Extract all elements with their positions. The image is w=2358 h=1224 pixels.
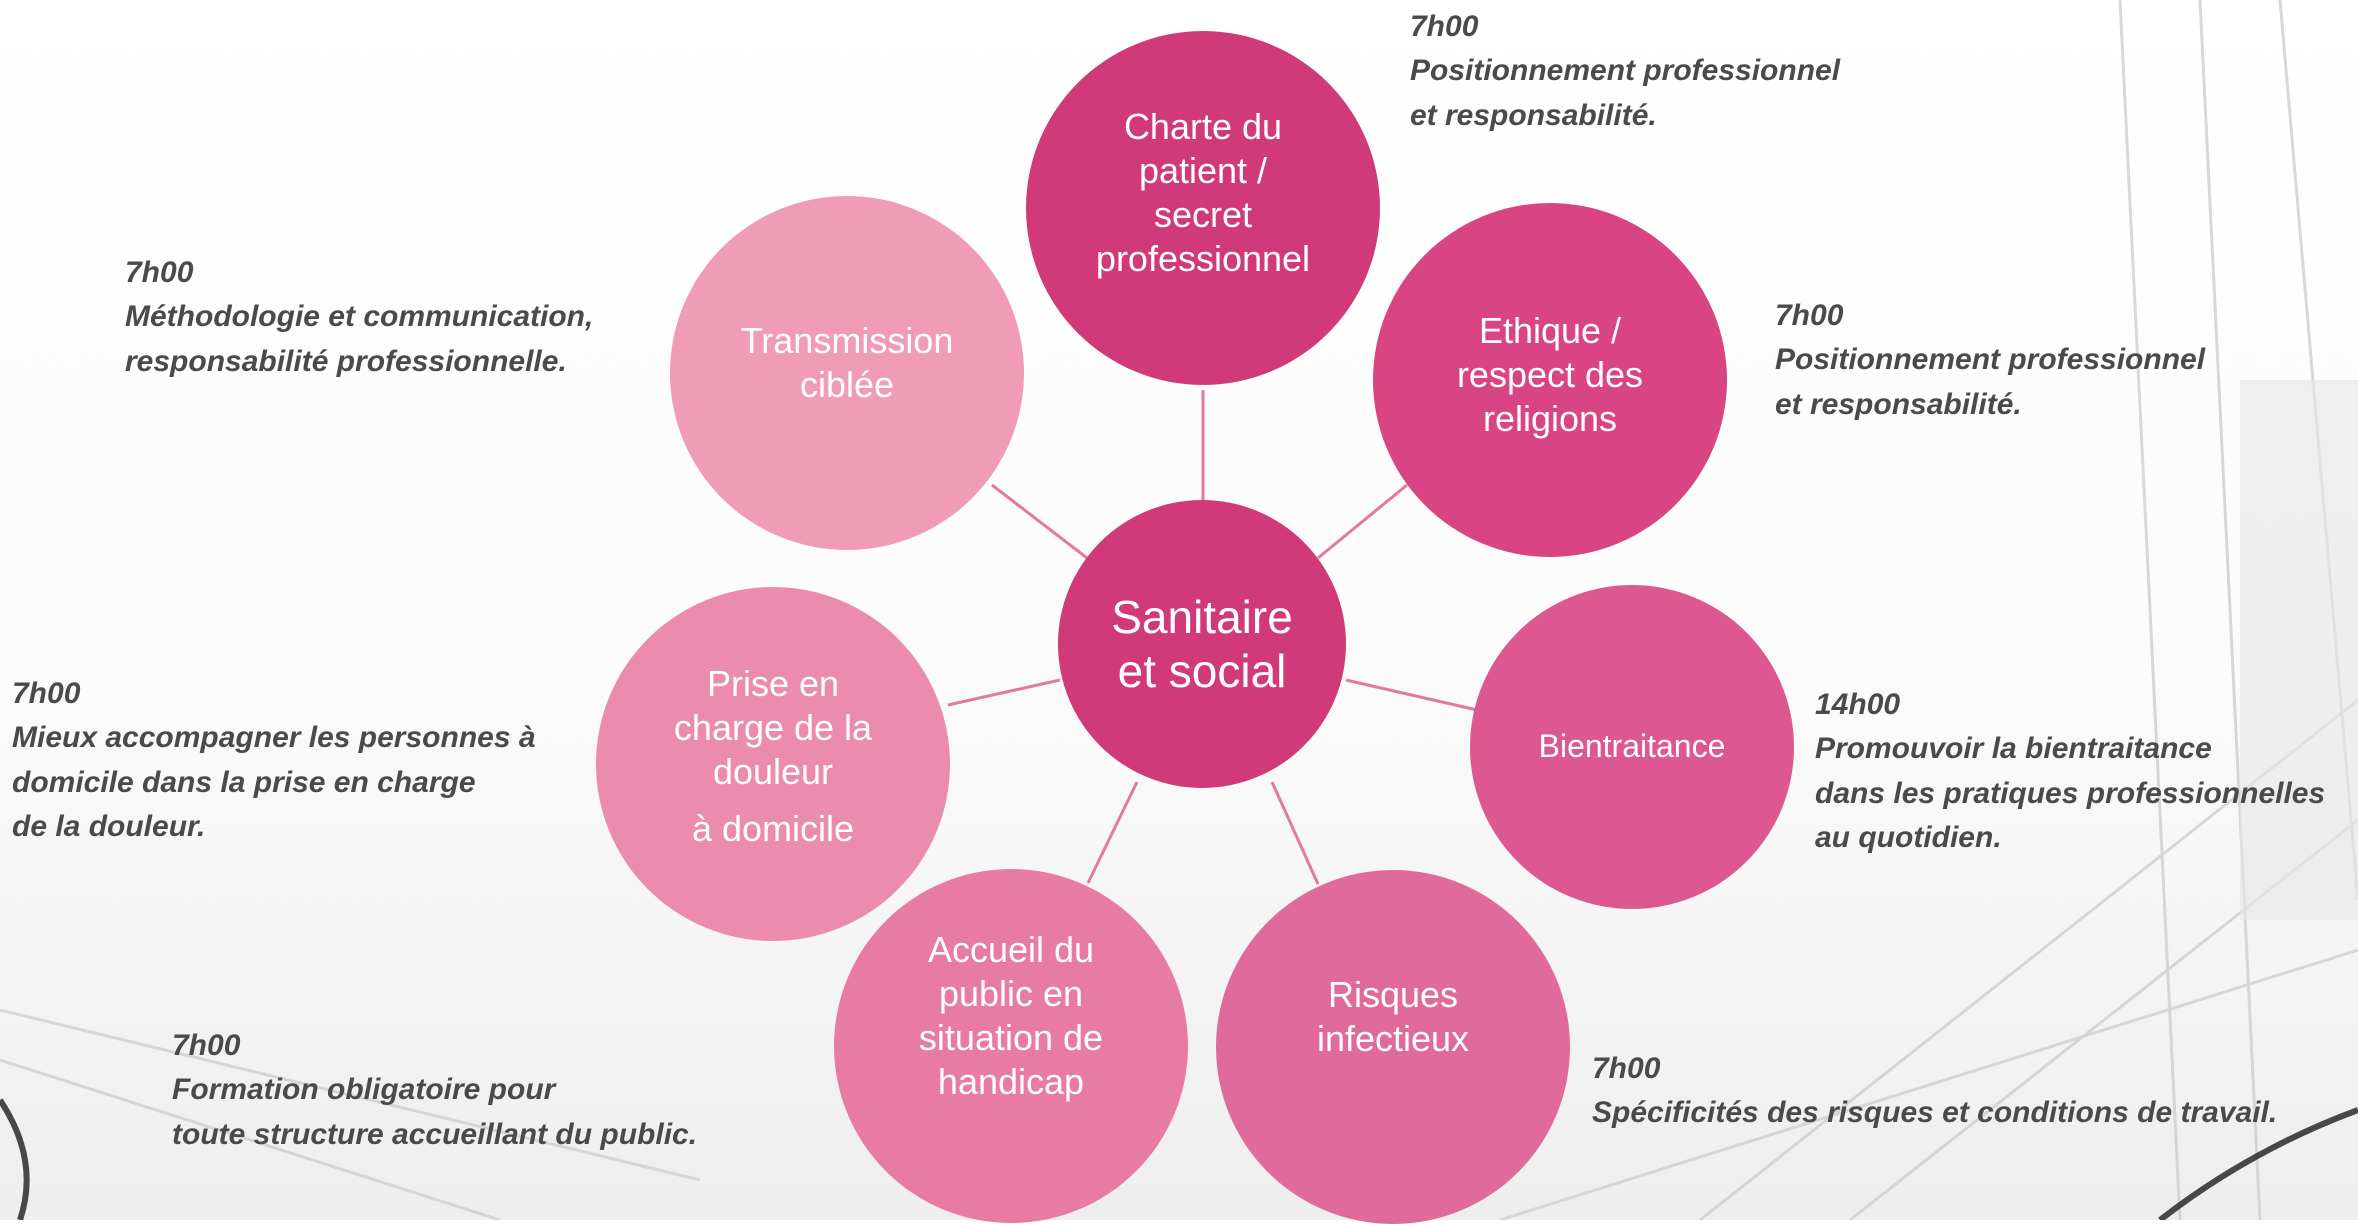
note-transmission-duration: 7h00 [125,256,194,289]
accueil-line-4: handicap [937,1060,1085,1102]
accueil-line-1: Accueil du [927,929,1095,971]
note-bientraitance-line-2: dans les pratiques professionnelles [1815,776,2326,810]
charte-line-1: Charte du [1123,106,1283,148]
douleur-line-1: Prise en [706,662,840,704]
note-douleur-line-1: Mieux accompagner les personnes à [12,721,536,755]
note-ethique-line-1: Positionnement professionnel [1775,343,2206,377]
douleur-line-2: charge de la [673,706,873,748]
note-accueil-duration: 7h00 [172,1029,241,1062]
note-charte-duration: 7h00 [1410,10,1479,43]
note-bientraitance-duration: 14h00 [1815,688,1901,721]
circle-ethique: Ethique / respect des religions [1373,203,1727,557]
transmission-line-1: Transmission [740,320,954,362]
note-bientraitance-line-3: au quotidien. [1815,821,2002,855]
note-accueil-line-1: Formation obligatoire pour [172,1073,556,1107]
note-risques-duration: 7h00 [1592,1052,1661,1085]
douleur-line-4: à domicile [691,808,855,850]
transmission-line-2: ciblée [799,364,895,405]
note-accueil: 7h00 Formation obligatoire pour toute st… [172,1024,697,1157]
note-bientraitance: 14h00 Promouvoir la bientraitance dans l… [1815,683,2325,861]
note-douleur-line-2: domicile dans la prise en charge [12,765,476,799]
circle-douleur: Prise en charge de la douleur à domicile [596,587,950,941]
note-bientraitance-line-1: Promouvoir la bientraitance [1815,732,2212,766]
note-transmission-line-1: Méthodologie et communication, [125,300,594,334]
accueil-line-3: situation de [918,1017,1104,1058]
connector-ethique [1317,483,1408,560]
connector-accueil [1086,781,1139,884]
charte-line-4: professionnel [1095,237,1311,279]
circle-risques: Risques infectieux [1216,870,1570,1224]
ethique-line-2: respect des [1456,354,1644,396]
ethique-line-1: Ethique / [1478,310,1622,352]
charte-line-3: secret [1153,194,1253,235]
accueil-line-2: public en [938,973,1084,1015]
note-charte-line-1: Positionnement professionnel [1410,54,1841,88]
connector-bientraitance [1345,678,1478,712]
note-charte: 7h00 Positionnement professionnel et res… [1410,5,1840,138]
charte-line-2: patient / [1138,150,1268,192]
douleur-line-3: douleur [712,750,834,792]
note-douleur: 7h00 Mieux accompagner les personnes à d… [12,672,536,850]
center-circle: Sanitaire et social [1058,500,1346,788]
center-label-line1: Sanitaire [1111,590,1293,643]
circle-accueil: Accueil du public en situation de handic… [834,869,1188,1223]
note-ethique-line-2: et responsabilité. [1775,387,2022,421]
bientraitance-line-1: Bientraitance [1538,728,1726,765]
note-douleur-line-3: de la douleur. [12,810,206,844]
note-risques: 7h00 Spécificités des risques et conditi… [1592,1047,2277,1136]
connector-risques [1270,781,1320,885]
circle-transmission: Transmission ciblée [670,196,1024,550]
risques-line-1: Risques [1327,974,1459,1016]
circle-charte: Charte du patient / secret professionnel [1026,31,1380,385]
note-ethique: 7h00 Positionnement professionnel et res… [1775,294,2205,427]
note-risques-line-1: Spécificités des risques et conditions d… [1592,1096,2278,1130]
note-transmission-line-2: responsabilité professionnelle. [125,344,567,378]
connector-transmission [991,483,1088,560]
connector-douleur [947,678,1061,707]
note-transmission: 7h00 Méthodologie et communication, resp… [125,251,593,384]
note-douleur-duration: 7h00 [12,677,81,710]
note-accueil-line-2: toute structure accueillant du public. [172,1117,698,1151]
note-ethique-duration: 7h00 [1775,299,1844,332]
center-label-line2: et social [1117,645,1287,697]
risques-line-2: infectieux [1316,1018,1470,1059]
note-charte-line-2: et responsabilité. [1410,98,1657,132]
circle-bientraitance: Bientraitance [1470,585,1794,909]
ethique-line-3: religions [1482,397,1618,439]
